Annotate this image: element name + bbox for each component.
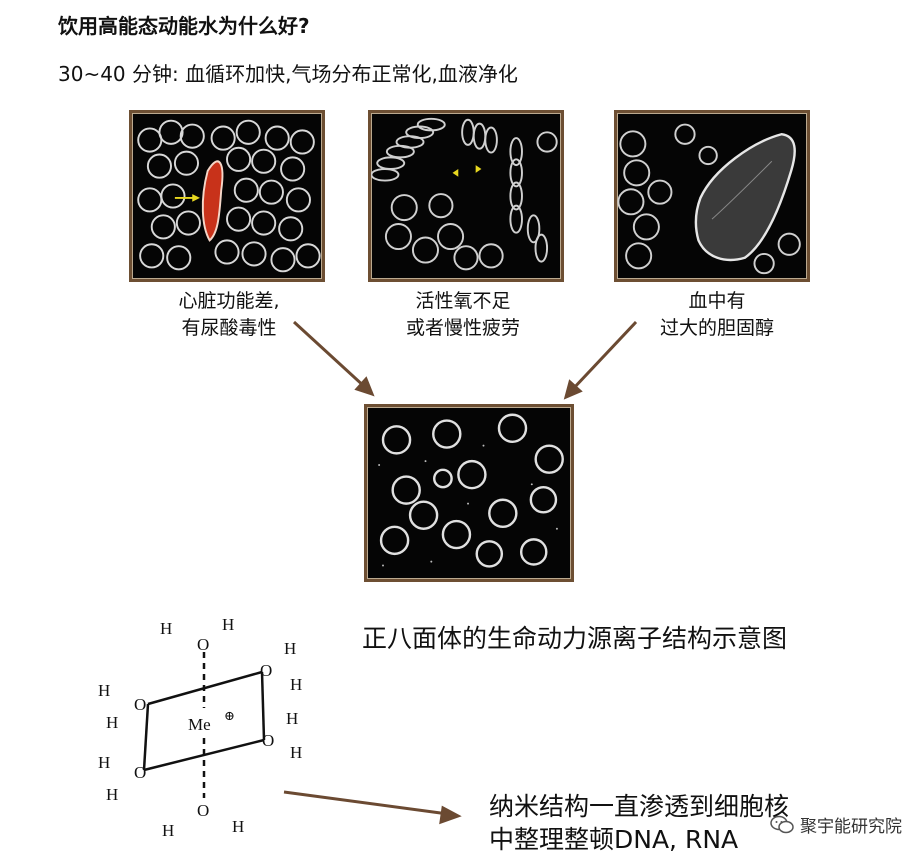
wechat-icon <box>770 815 794 833</box>
hydrogen-left-lower-b: H <box>106 785 118 804</box>
nano-structure-line2: 中整理整顿DNA, RNA <box>489 825 739 854</box>
hydrogen-right-lower-b: H <box>290 743 302 762</box>
caption-cholesterol-line1: 血中有 <box>688 290 746 312</box>
hydrogen-right-lower-a: H <box>286 709 298 728</box>
arrow-right <box>570 320 638 392</box>
micrograph-heart <box>129 110 325 282</box>
hydrogen-left-upper-b: H <box>106 713 118 732</box>
watermark-text: 聚宇能研究院 <box>800 817 902 837</box>
page-subheading: 30~40 分钟: 血循环加快,气场分布正常化,血液净化 <box>58 62 518 86</box>
caption-heart-line1: 心脏功能差, <box>178 290 280 312</box>
micrograph-result-image <box>378 413 564 568</box>
hydrogen-bottom-right: H <box>232 817 244 836</box>
caption-oxygen-line1: 活性氧不足 <box>415 290 511 312</box>
oxygen-top: O <box>197 635 209 654</box>
arrow-bottom <box>283 790 449 816</box>
nano-structure-text: 纳米结构一直渗透到细胞核 中整理整顿DNA, RNA <box>489 790 789 856</box>
octahedral-ion-diagram: Me ⊕ O H H O H H O H H O H H O H H O H H <box>98 615 302 840</box>
micrograph-heart-image <box>137 119 321 273</box>
arrowhead-left <box>354 376 375 397</box>
oxygen-bottom: O <box>197 801 209 820</box>
arrowhead-bottom <box>439 805 462 825</box>
caption-oxygen: 活性氧不足 或者慢性疲劳 <box>383 288 543 342</box>
micrograph-oxygen <box>368 110 564 282</box>
hydrogen-top-right: H <box>222 615 234 634</box>
hydrogen-left-upper-a: H <box>98 681 110 700</box>
bond-left <box>142 703 150 771</box>
micrograph-cholesterol <box>614 110 810 282</box>
oxygen-left-upper: O <box>134 695 146 714</box>
micrograph-oxygen-image <box>371 117 558 271</box>
nano-structure-line1: 纳米结构一直渗透到细胞核 <box>489 792 790 821</box>
arrow-left <box>292 320 368 390</box>
oxygen-left-lower: O <box>134 763 146 782</box>
micrograph-result <box>364 404 574 582</box>
hydrogen-top-left: H <box>160 619 172 638</box>
caption-heart-line2: 有尿酸毒性 <box>181 317 277 339</box>
metal-charge: ⊕ <box>224 708 235 723</box>
caption-heart: 心脏功能差, 有尿酸毒性 <box>149 288 309 342</box>
arrowhead-right <box>563 379 583 400</box>
diagram-title: 正八面体的生命动力源离子结构示意图 <box>362 624 788 653</box>
hydrogen-right-upper-b: H <box>290 675 302 694</box>
oxygen-right-lower: O <box>262 731 274 750</box>
hydrogen-bottom-left: H <box>162 821 174 840</box>
hydrogen-right-upper-a: H <box>284 639 296 658</box>
caption-cholesterol: 血中有 过大的胆固醇 <box>637 288 797 342</box>
hydrogen-left-lower-a: H <box>98 753 110 772</box>
bond-right <box>260 671 266 741</box>
page-heading: 饮用高能态动能水为什么好? <box>58 14 310 38</box>
caption-cholesterol-line2: 过大的胆固醇 <box>659 317 774 339</box>
metal-ion-label: Me <box>188 715 211 734</box>
micrograph-cholesterol-image <box>617 123 801 275</box>
oxygen-right-upper: O <box>260 661 272 680</box>
watermark: 聚宇能研究院 <box>770 812 902 837</box>
caption-oxygen-line2: 或者慢性疲劳 <box>405 317 520 339</box>
